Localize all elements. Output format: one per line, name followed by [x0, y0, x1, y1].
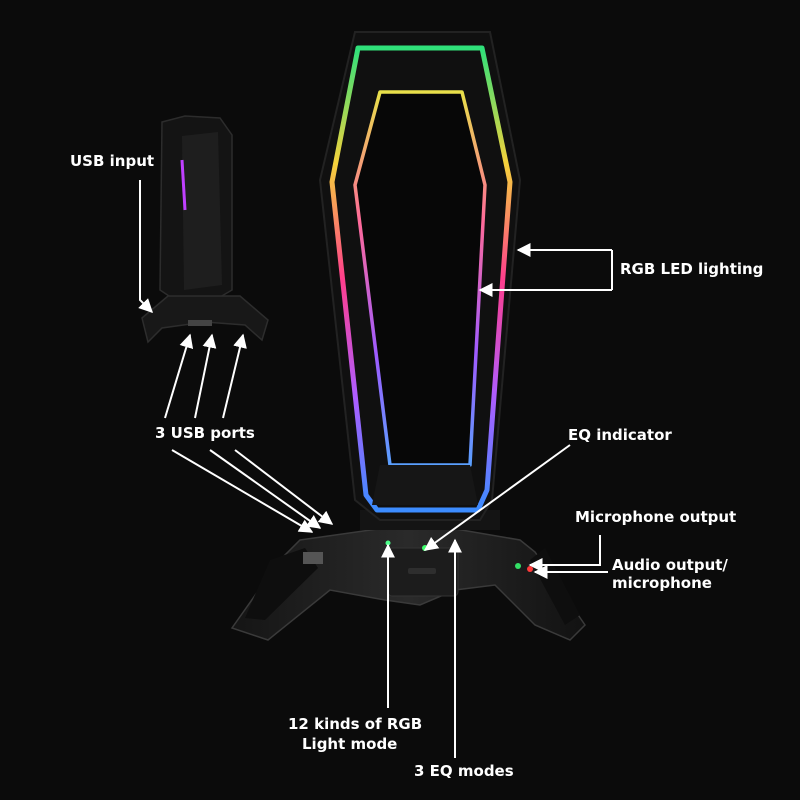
- arrow-usb-input: [138, 180, 153, 313]
- arrow-usb-down-1: [171, 449, 314, 533]
- label-usb-input: USB input: [70, 152, 155, 170]
- main-headphone-stand: [230, 31, 586, 641]
- side-frame-face: [182, 132, 222, 290]
- label-audio-output-line2: microphone: [612, 574, 712, 592]
- base-leg-left: [245, 548, 318, 620]
- arrow-usb-down-2: [209, 449, 322, 529]
- side-base: [141, 295, 269, 344]
- callout-arrows: [138, 180, 613, 758]
- side-rgb-strip: [180, 159, 187, 211]
- label-usb-ports: 3 USB ports: [155, 424, 255, 442]
- frame-inner-base: [372, 465, 478, 505]
- label-mic-output: Microphone output: [575, 508, 737, 526]
- label-eq-indicator: EQ indicator: [568, 426, 672, 444]
- label-rgb-modes-line2: Light mode: [302, 735, 398, 753]
- audio-jack: [527, 566, 533, 572]
- side-view-stand: [141, 115, 269, 344]
- rgb-light-outer: [329, 45, 513, 513]
- usb-port-cluster: [303, 552, 323, 564]
- label-eq-modes: 3 EQ modes: [414, 762, 514, 780]
- label-rgb-modes-line1: 12 kinds of RGB: [288, 715, 423, 733]
- arrow-usb-port-1: [164, 333, 194, 419]
- arrow-usb-port-3: [222, 333, 247, 419]
- control-button: [408, 568, 436, 574]
- label-rgb-led: RGB LED lighting: [620, 260, 764, 278]
- mode-led: [385, 540, 391, 546]
- arrow-usb-port-2: [194, 333, 217, 419]
- mic-jack: [515, 563, 521, 569]
- label-audio-output-line1: Audio output/: [612, 556, 728, 574]
- arrow-mic-output: [528, 535, 601, 572]
- arrow-usb-down-3: [234, 449, 334, 525]
- side-usb-ports: [188, 320, 212, 326]
- arrow-eq-indicator: [423, 444, 571, 551]
- stand-frame-inner: [355, 92, 485, 465]
